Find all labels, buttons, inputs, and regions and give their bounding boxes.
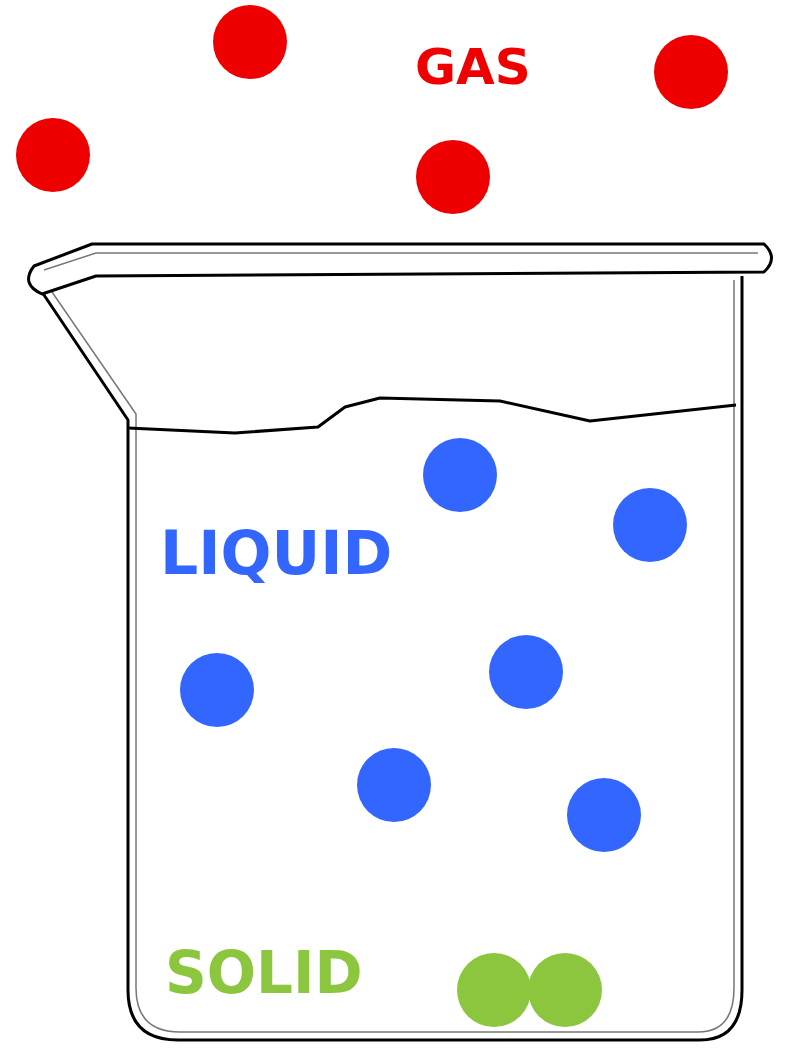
liquid-particle	[423, 438, 497, 512]
beaker	[29, 244, 772, 1040]
liquid-particle	[357, 748, 431, 822]
beaker-wall-inner	[52, 280, 734, 1032]
gas-particles	[16, 5, 728, 214]
liquid-particles	[180, 438, 687, 852]
gas-particle	[654, 35, 728, 109]
beaker-rim-inner	[44, 253, 758, 270]
liquid-particle	[613, 488, 687, 562]
liquid-particle	[567, 778, 641, 852]
gas-particle	[16, 118, 90, 192]
beaker-wall	[42, 276, 742, 1040]
solid-particles	[457, 953, 602, 1027]
solid-particle	[457, 953, 531, 1027]
solid-label: SOLID	[165, 944, 363, 1002]
gas-particle	[213, 5, 287, 79]
gas-particle	[416, 140, 490, 214]
beaker-rim	[29, 244, 772, 294]
liquid-label: LIQUID	[160, 523, 392, 583]
liquid-particle	[180, 653, 254, 727]
liquid-surface	[128, 398, 736, 433]
solid-particle	[528, 953, 602, 1027]
liquid-particle	[489, 635, 563, 709]
gas-label: GAS	[415, 42, 531, 92]
